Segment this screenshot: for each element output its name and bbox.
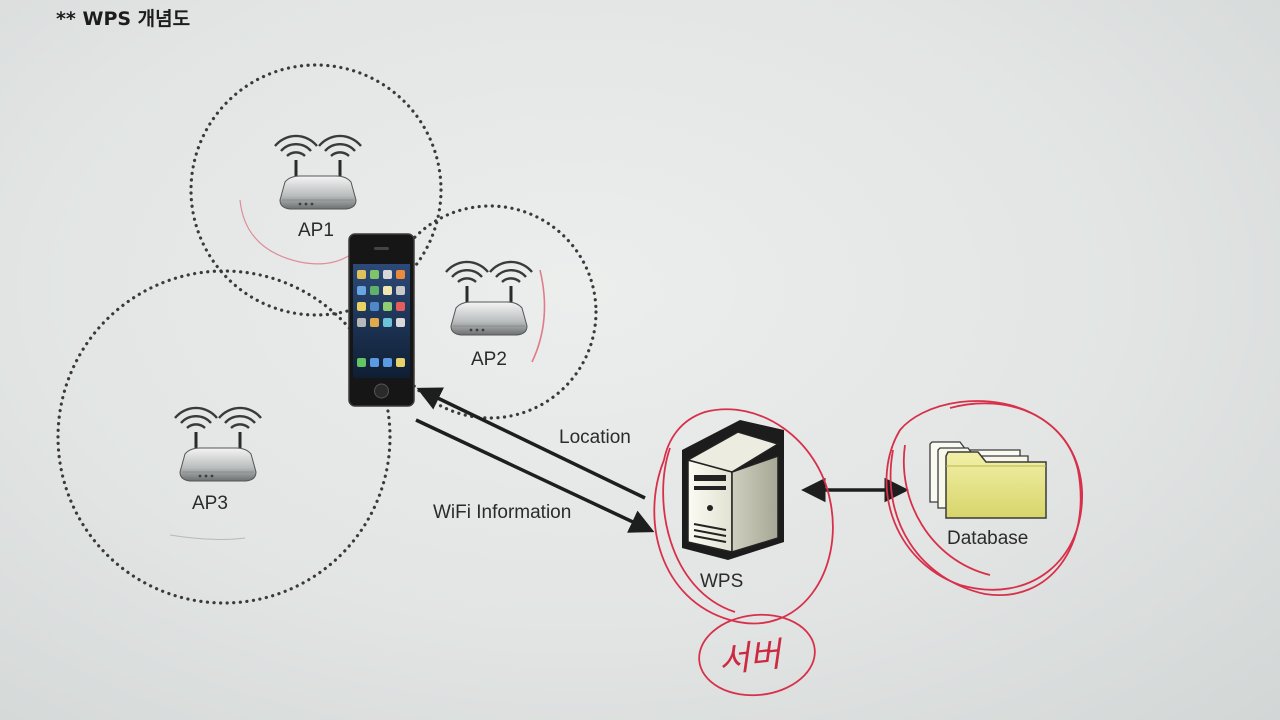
- ap2-label: AP2: [471, 349, 507, 370]
- server-tower-icon: [682, 420, 784, 560]
- ap2-coverage-circle: [382, 204, 598, 420]
- wifi-information-label: WiFi Information: [433, 502, 572, 523]
- wps-label: WPS: [700, 571, 744, 592]
- ap1-coverage-circle: [189, 63, 443, 317]
- smartphone-icon: [348, 233, 415, 407]
- folder-stack-icon: [929, 441, 1047, 519]
- ap3-pen-mark: [169, 534, 246, 540]
- handwritten-annotation: 서버: [716, 634, 783, 682]
- ap3-router-icon: [173, 406, 263, 483]
- ap2-pen-mark: [531, 269, 546, 363]
- database-red-circle: [885, 400, 1083, 596]
- ap1-pen-mark: [239, 199, 351, 265]
- ap3-coverage-circle: [56, 269, 392, 605]
- ap2-router-icon: [444, 260, 534, 337]
- database-label: Database: [947, 528, 1029, 549]
- ap1-router-icon: [273, 134, 363, 211]
- annotation-red-circle: [698, 613, 816, 697]
- location-label: Location: [559, 427, 631, 448]
- wps-red-circle: [653, 408, 834, 625]
- wifi-info-arrow: [415, 418, 655, 533]
- location-arrow: [416, 387, 646, 500]
- ap1-label: AP1: [298, 220, 334, 241]
- ap3-label: AP3: [192, 493, 228, 514]
- diagram-title: ** WPS 개념도: [56, 8, 191, 30]
